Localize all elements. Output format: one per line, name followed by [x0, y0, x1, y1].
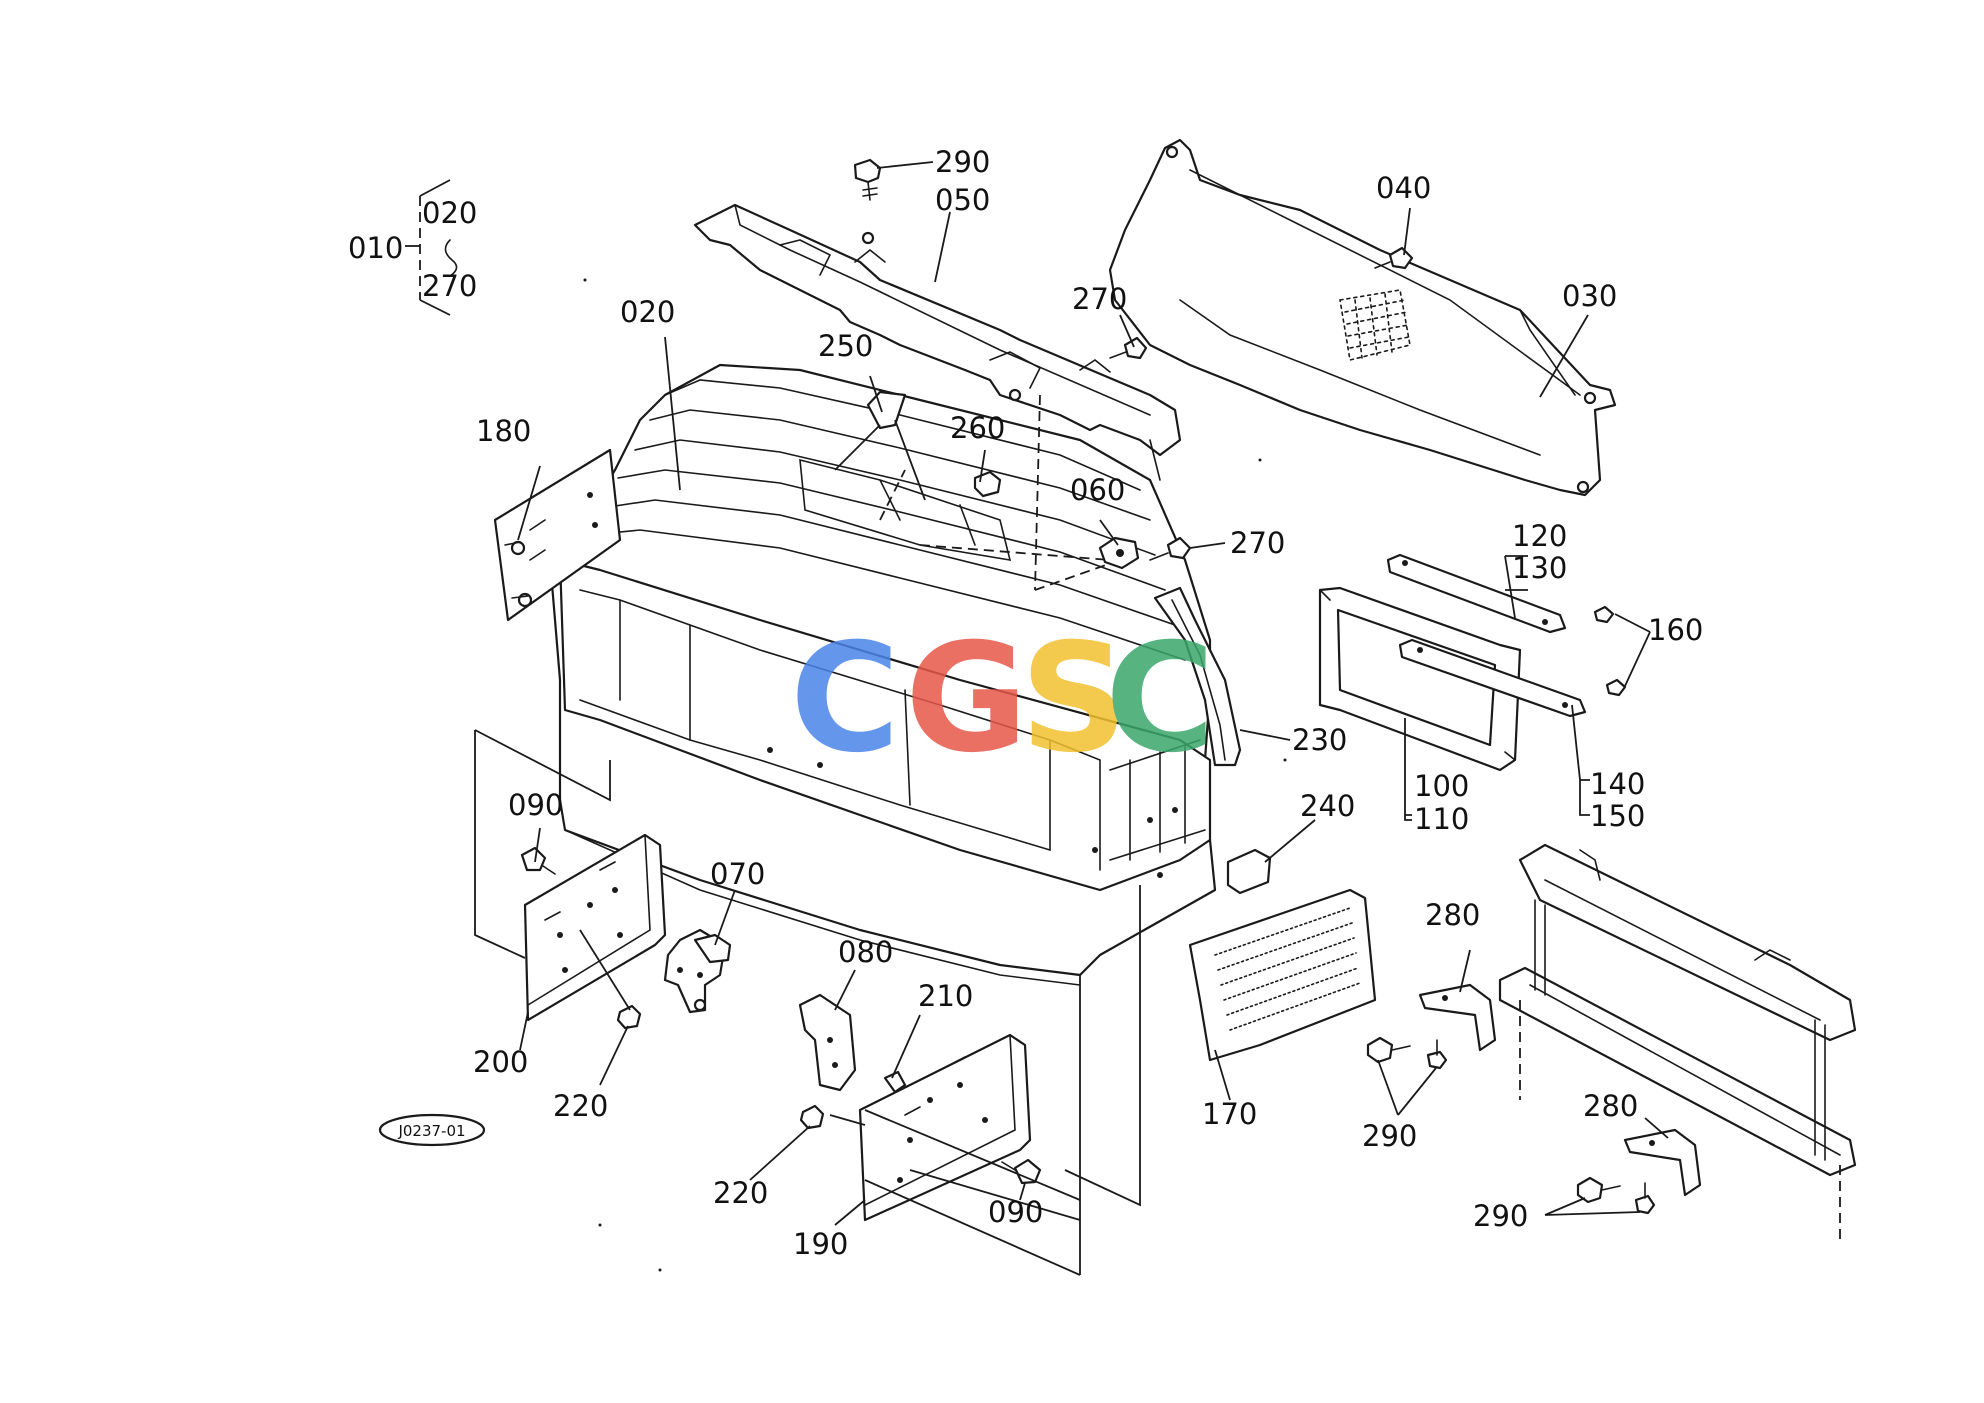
bolts-290-lower [1576, 1176, 1656, 1215]
bolt-270-upper [1109, 336, 1148, 360]
callout-leaders [405, 161, 1669, 1226]
callout-180: 180 [476, 414, 531, 448]
nut-220-lower [799, 1104, 825, 1130]
callout-280-lower: 280 [1583, 1089, 1638, 1123]
callout-210: 210 [918, 979, 973, 1013]
callout-220-left: 220 [553, 1089, 608, 1123]
bolt-090-lower [1001, 1158, 1042, 1185]
callout-270-group: 270 [422, 269, 477, 303]
part-070-hinge [663, 928, 732, 1014]
callout-290-lower: 290 [1473, 1199, 1528, 1233]
callout-120: 120 [1512, 519, 1567, 553]
part-lower-right-frame [1498, 843, 1857, 1240]
grille-mesh [1339, 289, 1411, 361]
watermark-letter-s: S [1020, 612, 1128, 786]
part-250-clip [834, 390, 926, 501]
watermark-letter-g: G [905, 612, 1028, 786]
callout-280-upper: 280 [1425, 898, 1480, 932]
part-060-retainer [1098, 536, 1140, 570]
callout-060: 060 [1070, 473, 1125, 507]
part-170-louver-panel [1188, 888, 1377, 1062]
nut-220-left [616, 1004, 642, 1030]
callout-220-lower: 220 [713, 1176, 768, 1210]
part-230-trim [1153, 586, 1242, 767]
callout-090-left: 090 [508, 788, 563, 822]
callout-130: 130 [1512, 551, 1567, 585]
screws-160 [1593, 605, 1627, 697]
part-100-headlight-frame [1318, 586, 1522, 772]
part-140-bracket [1398, 638, 1587, 718]
callout-290-middle: 290 [1362, 1119, 1417, 1153]
part-200-lower-plate [523, 833, 667, 1022]
callout-170: 170 [1202, 1097, 1257, 1131]
callout-240: 240 [1300, 789, 1355, 823]
callout-230: 230 [1292, 723, 1347, 757]
callout-030: 030 [1562, 279, 1617, 313]
callout-040: 040 [1376, 171, 1431, 205]
bolts-290-middle [1366, 1036, 1448, 1070]
callout-270-mid: 270 [1230, 526, 1285, 560]
callout-200: 200 [473, 1045, 528, 1079]
part-120-bracket [1386, 553, 1567, 634]
part-260-nut [973, 470, 1002, 498]
callout-150: 150 [1590, 799, 1645, 833]
part-050-upper-bracket [693, 203, 1182, 481]
callout-010: 010 [348, 231, 403, 265]
callout-160: 160 [1648, 613, 1703, 647]
diagram-code: J0237-01 [397, 1122, 465, 1140]
callout-020: 020 [620, 295, 675, 329]
callout-110: 110 [1414, 802, 1469, 836]
callout-070: 070 [710, 857, 765, 891]
callout-260: 260 [950, 411, 1005, 445]
part-080-bracket [798, 993, 857, 1092]
callout-250: 250 [818, 329, 873, 363]
bolt-290-top [853, 158, 882, 201]
callout-020-group: 020 [422, 196, 477, 230]
watermark-letter-c1: C [790, 612, 900, 786]
part-240-block [1226, 848, 1272, 895]
callout-labels: 010 020 270 020 290 050 040 030 270 250 … [348, 145, 1703, 1261]
watermark-letter-c2: C [1105, 612, 1215, 786]
part-280-bracket-upper [1418, 983, 1497, 1052]
bolt-040 [1374, 246, 1414, 270]
bolt-270-mid [1149, 536, 1192, 561]
diagram-code-badge: J0237-01 [378, 1113, 486, 1147]
callout-090-lower: 090 [988, 1195, 1043, 1229]
callout-140: 140 [1590, 767, 1645, 801]
part-020-grille-housing [548, 363, 1217, 986]
projection-lines [474, 729, 1141, 1276]
callout-100: 100 [1414, 769, 1469, 803]
part-280-bracket-lower [1623, 1128, 1702, 1197]
bolt-090-left [520, 846, 556, 875]
callout-050: 050 [935, 183, 990, 217]
callout-270-upper: 270 [1072, 282, 1127, 316]
callout-190: 190 [793, 1227, 848, 1261]
part-190-lower-plate [858, 1033, 1032, 1222]
scan-specks [583, 278, 1287, 1272]
callout-290-top: 290 [935, 145, 990, 179]
callout-080: 080 [838, 935, 893, 969]
part-030-top-cover [1108, 138, 1617, 497]
part-180-left-plate [493, 448, 622, 622]
watermark-logo: C G S C [790, 612, 1215, 786]
